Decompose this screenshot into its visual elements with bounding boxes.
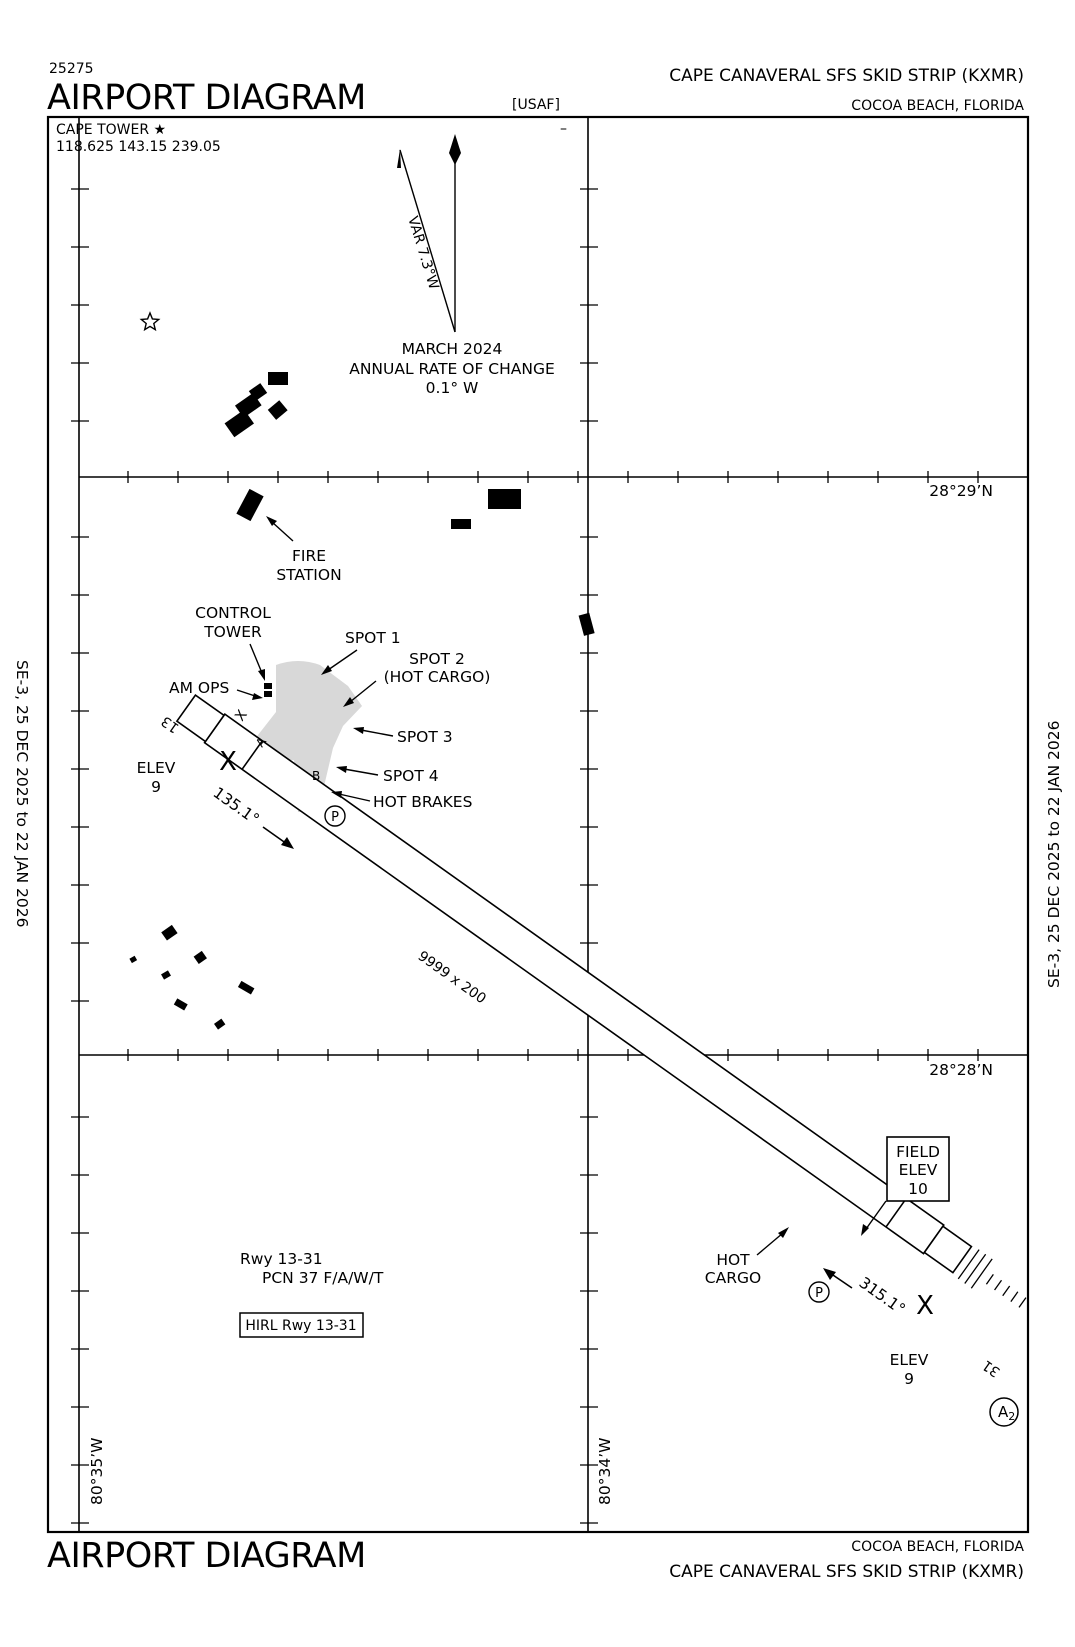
runway-13-elev-value: 9 <box>151 778 161 796</box>
hot-cargo-label-2: CARGO <box>705 1269 761 1287</box>
lighting-info: HIRL Rwy 13-31 <box>245 1318 356 1334</box>
hot-cargo-arrow <box>756 1227 789 1256</box>
approach-light-subscript: 2 <box>1008 1410 1015 1423</box>
runway-31-designator: 31 <box>980 1356 1004 1379</box>
taxiway-b-label: B <box>312 769 320 783</box>
spot3-label: SPOT 3 <box>397 728 453 746</box>
field-elev-box <box>886 1136 950 1202</box>
parking-icon-south <box>808 1281 830 1303</box>
runway-31-elev-label: ELEV <box>890 1351 929 1369</box>
spot1-arrow <box>321 649 358 675</box>
field-elev-line1: FIELD <box>896 1143 940 1161</box>
chart-frame <box>46 115 1030 1534</box>
agency-label: [USAF] <box>512 97 560 113</box>
runway-dimensions: 9999 x 200 <box>415 948 489 1007</box>
runway-13-31 <box>175 693 1027 1308</box>
heading-arrow-31 <box>823 1268 853 1289</box>
tower-frequencies: 118.625 143.15 239.05 <box>56 139 221 155</box>
latitude-upper-label: 28°29’N <box>929 482 993 500</box>
runway-13-designator: 13 <box>159 712 183 735</box>
runway-31-elev-value: 9 <box>904 1370 914 1388</box>
fire-station-label-2: STATION <box>276 566 341 584</box>
footer-title: AIRPORT DIAGRAM <box>47 1536 366 1576</box>
closed-marker-31: X <box>916 1291 934 1321</box>
spot1-label: SPOT 1 <box>345 629 401 647</box>
tower-name: CAPE TOWER ★ <box>56 122 166 138</box>
north-arrow <box>449 134 461 332</box>
right-margin-validity: SE-3, 25 DEC 2025 to 22 JAN 2026 <box>1045 721 1063 988</box>
spot2-label-1: SPOT 2 <box>409 650 465 668</box>
hot-cargo-label-1: HOT <box>716 1251 750 1269</box>
minus-mark: – <box>560 121 567 137</box>
annual-rate-title: ANNUAL RATE OF CHANGE <box>349 360 555 378</box>
magnetic-variation-arrow <box>397 149 456 333</box>
fire-station-label-1: FIRE <box>292 547 326 565</box>
closed-marker-13: X <box>219 747 237 777</box>
runway-heading-31: 315.1° <box>856 1274 909 1319</box>
field-elev-line2: ELEV <box>899 1161 938 1179</box>
runway-info-line2: PCN 37 F/A/W/T <box>262 1269 384 1287</box>
longitude-left-label: 80°35’W <box>88 1438 106 1505</box>
tower-star-icon: ★ <box>154 122 167 138</box>
latitude-lower-label: 28°28’N <box>929 1061 993 1079</box>
footer-airport-name: CAPE CANAVERAL SFS SKID STRIP (KXMR) <box>669 1562 1024 1582</box>
parking-symbol-south: P <box>815 1286 823 1301</box>
spot3-arrow <box>353 727 394 737</box>
spot4-label: SPOT 4 <box>383 767 439 785</box>
runway-info-line1: Rwy 13-31 <box>240 1250 323 1268</box>
annual-rate-value: 0.1° W <box>426 379 479 397</box>
spot4-arrow <box>336 766 379 776</box>
parking-icon-north <box>324 805 346 827</box>
am-ops-building <box>264 691 272 697</box>
beacon-star-icon <box>139 311 161 332</box>
airport-name: CAPE CANAVERAL SFS SKID STRIP (KXMR) <box>669 66 1024 86</box>
runway-13-elev-label: ELEV <box>137 759 176 777</box>
left-margin-validity: SE-3, 25 DEC 2025 to 22 JAN 2026 <box>13 660 31 927</box>
spot2-label-2: (HOT CARGO) <box>384 668 491 686</box>
field-elev-arrow <box>861 1200 887 1236</box>
heading-arrow-13 <box>262 826 294 849</box>
control-tower-building <box>264 683 272 689</box>
control-tower-label-2: TOWER <box>203 623 262 641</box>
approach-light-label: A2 <box>998 1403 1015 1423</box>
hot-brakes-label: HOT BRAKES <box>373 793 472 811</box>
page-title: AIRPORT DIAGRAM <box>47 78 366 118</box>
magnetic-epoch: MARCH 2024 <box>402 340 503 358</box>
procedure-number: 25275 <box>49 61 94 77</box>
fire-station-arrow <box>266 516 294 542</box>
spot2-arrow <box>343 680 377 707</box>
magnetic-variation-label: VAR 7.3°W <box>404 214 441 291</box>
control-tower-arrow <box>249 643 265 681</box>
runway-heading-13: 135.1° <box>210 784 263 829</box>
field-elev-value: 10 <box>908 1180 928 1198</box>
apron <box>240 661 362 812</box>
parking-symbol-north: P <box>331 810 339 825</box>
approach-light-icon <box>989 1397 1019 1427</box>
lighting-box <box>239 1312 364 1338</box>
am-ops-arrow <box>236 689 263 700</box>
grid-ticks <box>71 188 979 1524</box>
hot-brakes-arrow <box>331 791 371 802</box>
buildings <box>129 372 595 1030</box>
footer-city-state: COCOA BEACH, FLORIDA <box>851 1539 1024 1555</box>
longitude-right-label: 80°34’W <box>596 1438 614 1505</box>
control-tower-label-1: CONTROL <box>195 604 271 622</box>
city-state: COCOA BEACH, FLORIDA <box>851 98 1024 114</box>
am-ops-label: AM OPS <box>169 679 229 697</box>
